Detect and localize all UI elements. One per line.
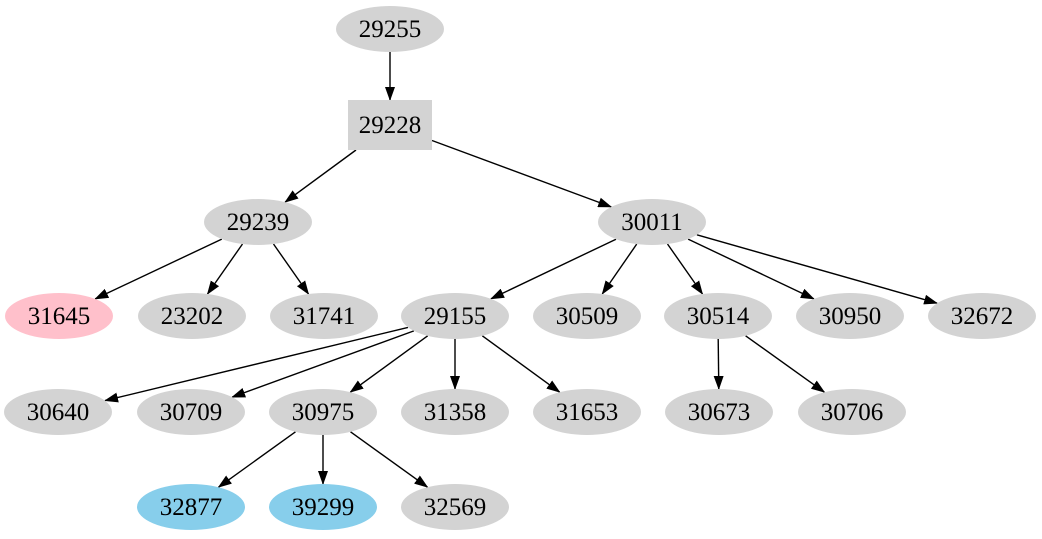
edge-30011-29155 [490, 238, 617, 300]
node-30514: 30514 [664, 293, 772, 339]
node-label: 29239 [227, 209, 290, 236]
node-32569: 32569 [401, 484, 509, 530]
node-ellipse-shape [598, 199, 706, 245]
node-29228: 29228 [348, 100, 432, 150]
node-ellipse-shape [270, 293, 378, 339]
node-31741: 31741 [270, 293, 378, 339]
node-31653: 31653 [533, 389, 641, 435]
node-ellipse-shape [137, 389, 245, 435]
node-label: 31645 [28, 303, 91, 330]
edge-29239-31645 [94, 238, 223, 300]
node-label: 29255 [359, 16, 422, 43]
edge-29155-30640 [104, 326, 409, 403]
edge-30514-30706 [745, 335, 826, 393]
edge-30975-32569 [350, 431, 429, 488]
node-label: 30640 [27, 399, 90, 426]
node-ellipse-shape [138, 293, 246, 339]
node-30011: 30011 [598, 199, 706, 245]
node-label: 31741 [293, 303, 356, 330]
edge-30514-30673 [713, 338, 724, 390]
node-ellipse-shape [336, 6, 444, 52]
node-label: 30950 [819, 303, 882, 330]
node-30640: 30640 [4, 389, 112, 435]
node-31358: 31358 [401, 389, 509, 435]
node-29155: 29155 [401, 293, 509, 339]
node-30975: 30975 [269, 389, 377, 435]
node-ellipse-shape [4, 389, 112, 435]
node-29255: 29255 [336, 6, 444, 52]
node-label: 39299 [292, 494, 355, 521]
node-32672: 32672 [928, 293, 1036, 339]
node-ellipse-shape [796, 293, 904, 339]
edge-29239-31741 [272, 243, 310, 295]
edge-30975-32877 [217, 431, 296, 488]
node-ellipse-shape [137, 484, 245, 530]
node-30673: 30673 [665, 389, 773, 435]
edge-29155-31653 [481, 335, 561, 393]
node-23202: 23202 [138, 293, 246, 339]
node-ellipse-shape [401, 293, 509, 339]
node-label: 30706 [821, 399, 884, 426]
node-label: 30011 [621, 209, 683, 236]
edge-29228-29239 [284, 149, 357, 203]
edge-29228-30011 [431, 139, 613, 208]
node-label: 30975 [292, 399, 355, 426]
node-ellipse-shape [401, 389, 509, 435]
edge-29155-30975 [349, 335, 429, 393]
node-box-shape [348, 100, 432, 150]
node-ellipse-shape [665, 389, 773, 435]
edge-30011-30509 [601, 243, 638, 295]
node-39299: 39299 [269, 484, 377, 530]
edge-29239-23202 [206, 243, 244, 295]
node-ellipse-shape [5, 293, 113, 339]
edge-30011-32672 [696, 234, 939, 305]
node-ellipse-shape [204, 199, 312, 245]
edge-29155-30709 [231, 330, 415, 398]
node-30509: 30509 [533, 293, 641, 339]
node-30950: 30950 [796, 293, 904, 339]
node-label: 29228 [359, 112, 422, 139]
edge-30011-30950 [687, 238, 815, 300]
node-ellipse-shape [269, 484, 377, 530]
node-label: 31358 [424, 399, 487, 426]
node-ellipse-shape [664, 293, 772, 339]
node-ellipse-shape [928, 293, 1036, 339]
node-label: 30509 [556, 303, 619, 330]
node-32877: 32877 [137, 484, 245, 530]
node-30709: 30709 [137, 389, 245, 435]
node-30706: 30706 [798, 389, 906, 435]
node-label: 23202 [161, 303, 224, 330]
node-ellipse-shape [401, 484, 509, 530]
node-ellipse-shape [533, 293, 641, 339]
node-ellipse-shape [269, 389, 377, 435]
node-label: 30709 [160, 399, 223, 426]
node-31645: 31645 [5, 293, 113, 339]
node-label: 32877 [160, 494, 223, 521]
node-label: 31653 [556, 399, 619, 426]
node-ellipse-shape [533, 389, 641, 435]
node-label: 32569 [424, 494, 487, 521]
node-label: 30514 [687, 303, 750, 330]
node-label: 30673 [688, 399, 751, 426]
node-29239: 29239 [204, 199, 312, 245]
node-ellipse-shape [798, 389, 906, 435]
node-label: 32672 [951, 303, 1014, 330]
edge-30011-30514 [666, 243, 704, 295]
node-label: 29155 [424, 303, 487, 330]
